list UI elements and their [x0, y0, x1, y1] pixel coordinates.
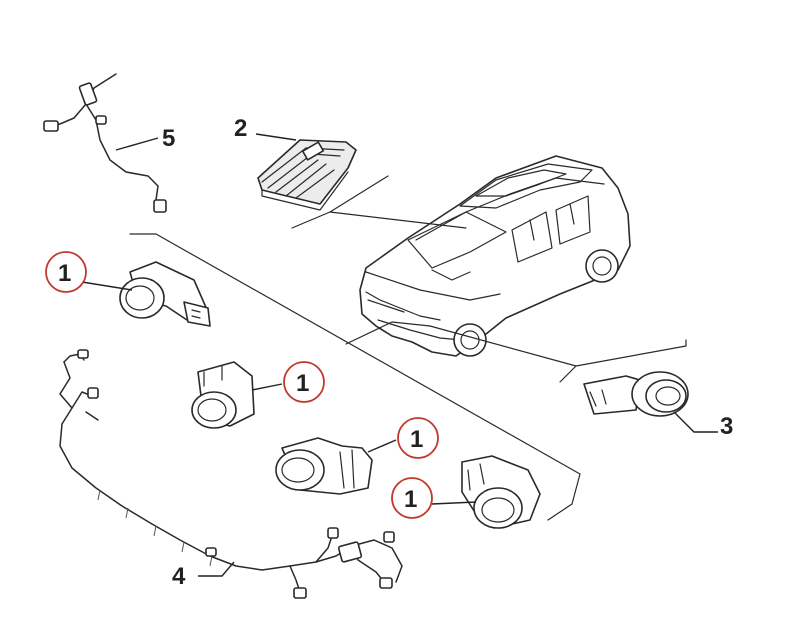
callout-4-label: 4 [172, 563, 186, 590]
callout-5-label: 5 [162, 125, 175, 152]
sensor-a-head [119, 277, 165, 319]
front-sensor-pointer-line [345, 321, 431, 345]
module-pointer-line [329, 211, 467, 229]
rear-sensor-face [645, 379, 687, 413]
vehicle-rear-wheel [585, 249, 619, 283]
leader-line-1b [251, 383, 283, 391]
sensor-c-head [275, 449, 325, 491]
group-divider-tail [547, 473, 581, 521]
rear-sensor-frame-line [559, 339, 687, 383]
sensor-b-edges [203, 365, 223, 387]
bumper-harness-clips [97, 489, 213, 567]
rear-sensor-connector-pins [589, 389, 607, 407]
leader-line-1a [81, 281, 133, 291]
vehicle-side-windows [511, 195, 591, 263]
park-sensor-c[interactable] [275, 437, 397, 495]
jumper-clip [95, 115, 107, 125]
jumper-connector-bottom [153, 199, 167, 213]
vehicle-rear-hub [592, 256, 612, 276]
callout-3-label: 3 [720, 413, 733, 440]
park-sensor-b[interactable] [191, 361, 283, 429]
sensor-a-face [125, 285, 155, 311]
leader-line-5 [115, 137, 159, 151]
sensor-b-face [197, 398, 227, 422]
vehicle-door-handles [529, 203, 575, 241]
leader-line-2 [255, 133, 297, 141]
harness-connector-left-clip [205, 547, 217, 557]
sensor-c-face [281, 457, 315, 483]
sensor-c-connector-lines [339, 449, 355, 489]
jumper-connector-left [43, 120, 59, 132]
harness-junction-box [337, 541, 363, 563]
vehicle-front-wheel [453, 323, 487, 357]
harness-connector-upper [87, 387, 99, 399]
harness-connector-bottom-left [293, 587, 307, 599]
sensor-d-face [481, 497, 515, 523]
vehicle-hood-line [365, 271, 501, 301]
rear-sensor-membrane [655, 386, 681, 406]
park-sensor-a[interactable] [81, 261, 211, 327]
vehicle-front-bumper [377, 319, 463, 341]
jumper-harness[interactable] [43, 73, 167, 213]
leader-line-4 [198, 561, 235, 577]
leader-line-1c [367, 439, 397, 453]
vehicle-windshield [407, 211, 507, 269]
harness-connector-bottom-right [379, 577, 393, 589]
harness-connector-top [77, 349, 89, 359]
leader-line-3 [673, 411, 718, 433]
callout-1d-label: 1 [404, 486, 417, 513]
jumper-connector-top [78, 82, 98, 106]
harness-connector-mid [327, 527, 339, 539]
callout-1c-circle [397, 417, 439, 459]
callout-1d-circle [391, 477, 433, 519]
callout-1b-label: 1 [296, 370, 309, 397]
sensor-d-edges [467, 463, 485, 491]
sensor-a-connector [183, 301, 211, 327]
bumper-harness[interactable] [59, 349, 403, 599]
vehicle-grille [365, 291, 441, 321]
callout-1c-label: 1 [410, 426, 423, 453]
callout-1a-label: 1 [58, 260, 71, 287]
control-module-base [261, 171, 349, 211]
control-module-body [257, 139, 357, 205]
control-module-connector [301, 141, 325, 161]
callout-2-label: 2 [234, 115, 247, 142]
sensor-a-pins [191, 309, 201, 319]
leader-line-1d [431, 501, 477, 505]
vehicle-sunroof [475, 169, 567, 197]
group-divider-line [129, 233, 581, 475]
rear-sensor[interactable] [583, 371, 718, 433]
callout-1b-circle [283, 361, 325, 403]
vehicle-roof [459, 163, 593, 209]
callout-1a-circle [45, 251, 87, 293]
control-module[interactable] [255, 133, 357, 211]
park-sensor-d[interactable] [431, 455, 541, 529]
harness-connector-right [383, 531, 395, 543]
vehicle-headlight [431, 269, 471, 281]
vehicle-illustration [329, 155, 631, 367]
rear-sensor-pointer-line [429, 325, 577, 367]
bumper-harness-trunk [59, 361, 403, 583]
